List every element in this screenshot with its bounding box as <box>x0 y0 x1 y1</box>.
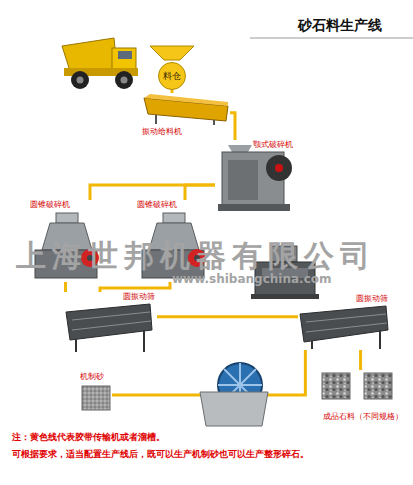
screen-node: 圆振动筛 <box>298 294 390 350</box>
machine-label: 圆锥破碎机 <box>28 200 72 210</box>
jaw-crusher-part <box>228 145 252 152</box>
product-node: 机制砂 <box>78 372 112 412</box>
sand-washer <box>200 363 268 426</box>
jaw-crusher-part <box>275 164 283 172</box>
conveyor-line <box>185 185 215 200</box>
machine-label: 机制砂 <box>78 372 106 382</box>
cone-crusher-part <box>163 213 185 223</box>
sand-maker-part <box>251 294 319 299</box>
vibrating-screen-part <box>72 321 151 330</box>
watermark-url: www.shibangchina.com <box>172 272 332 288</box>
product-node: 成品石料（不同规格） <box>318 370 408 422</box>
gravel-sample-part <box>364 373 392 399</box>
machine-label: 圆振动筛 <box>121 292 157 302</box>
jaw-crusher-part <box>266 155 292 181</box>
vibrating-screen-part <box>306 323 387 332</box>
cone-crusher-part <box>56 213 78 223</box>
machine-label: 振动给料机 <box>140 127 184 137</box>
vibrating-screen <box>66 304 152 352</box>
vibrating-screen-part <box>66 304 152 340</box>
sand-washer-part <box>200 392 268 426</box>
vibrating-screen-part <box>143 330 145 352</box>
dump-truck-part <box>71 71 89 89</box>
sand-sample <box>82 386 110 410</box>
conveyor-line <box>171 90 174 93</box>
vibrating-feeder-part <box>144 94 228 106</box>
gravel-sample <box>322 373 392 399</box>
diagram-title: 砂石料生产线 <box>298 16 382 34</box>
jaw-crusher <box>218 145 292 211</box>
vibrating-feeder <box>144 94 228 125</box>
vibrating-feeder-part <box>155 115 157 124</box>
dump-truck-part <box>77 77 84 84</box>
vibrating-screen-part <box>311 341 313 349</box>
screen-node: 圆振动筛 <box>62 292 157 354</box>
conveyor-line <box>64 282 67 292</box>
machine-label: 成品石料（不同规格） <box>321 412 405 422</box>
crusher-node: 颚式破碎机 <box>215 140 295 215</box>
jaw-crusher-part <box>228 160 258 200</box>
note-text: 可根据要求，适当配置生产线后，既可以生产机制砂也可以生产整形碎石。 <box>12 449 407 461</box>
dump-truck-part <box>115 71 133 89</box>
vibrating-screen <box>300 306 388 349</box>
note-text: 注：黄色线代表胶带传输机或者溜槽。 <box>12 432 407 444</box>
hopper-funnel-part <box>150 46 194 60</box>
dump-truck-part <box>118 51 132 59</box>
machine-label: 颚式破碎机 <box>251 140 295 150</box>
vibrating-feeder-part <box>213 120 215 125</box>
machine-label: 圆锥破碎机 <box>135 200 179 210</box>
hopper-funnel <box>150 46 194 60</box>
dump-truck-part <box>112 48 136 70</box>
conveyor-line <box>157 315 298 318</box>
gravel-sample-part <box>322 373 350 399</box>
dump-truck-part <box>62 38 117 71</box>
conveyor-line <box>100 282 170 292</box>
sand-sample-part <box>82 386 110 410</box>
dump-truck <box>62 38 138 89</box>
title-rule <box>250 38 413 39</box>
hopper-label: 料仓 <box>161 71 183 82</box>
hopper-circle: 料仓 <box>158 62 186 90</box>
conveyor-line <box>359 350 362 370</box>
conveyor-line <box>112 350 305 395</box>
conveyor-line <box>90 185 215 200</box>
vibrating-screen-part <box>72 312 150 320</box>
conveyor-line <box>230 113 235 140</box>
vibrating-screen-part <box>306 314 386 322</box>
dump-truck-part <box>121 77 128 84</box>
watermark: 上海世邦机器有限公司 <box>16 236 376 275</box>
vibrating-screen-part <box>300 306 388 342</box>
feeder-node: 振动给料机 <box>140 93 230 137</box>
vibrating-screen-part <box>75 339 77 352</box>
machine-label: 圆振动筛 <box>354 294 390 304</box>
jaw-crusher-part <box>218 204 290 211</box>
vibrating-screen-part <box>379 330 381 349</box>
